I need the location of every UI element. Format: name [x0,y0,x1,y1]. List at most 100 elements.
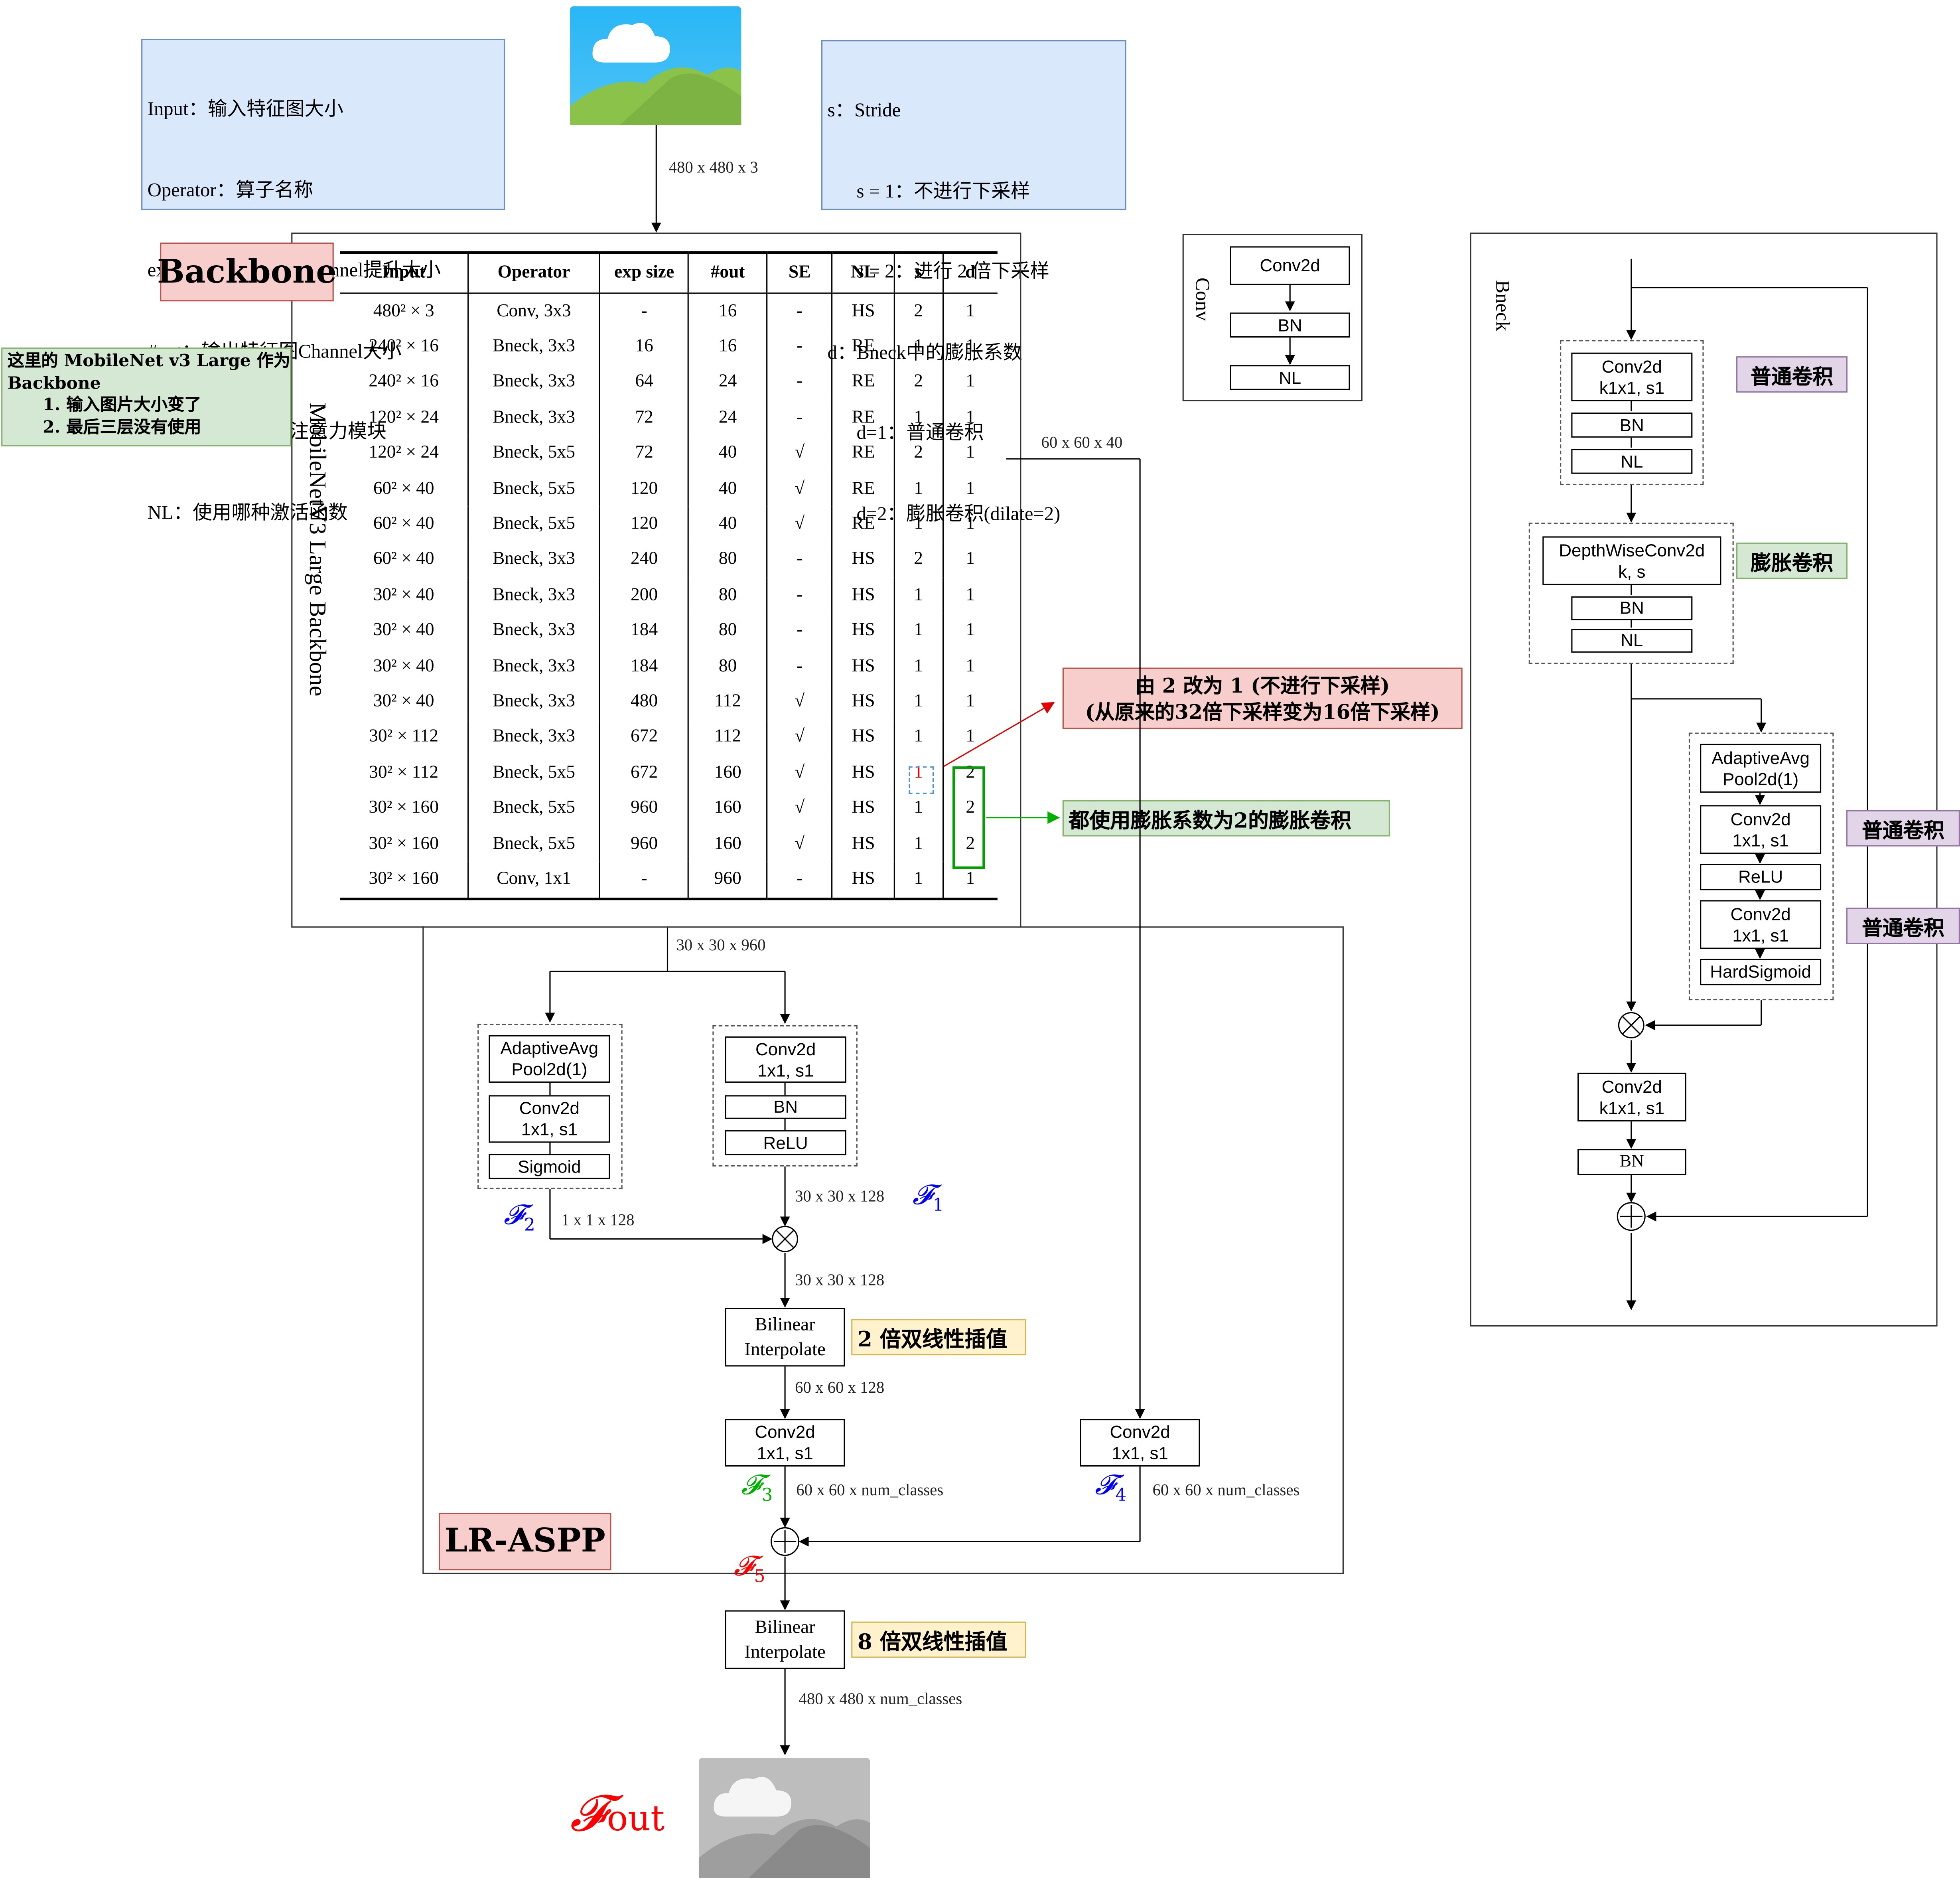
cell-s: 1 [893,329,943,365]
cell-operator: Bneck, 3x3 [467,542,600,578]
cell-out: 40 [688,471,767,507]
cell-operator: Bneck, 3x3 [467,613,600,649]
col-header-nl: NL [832,251,895,294]
cell-s: 2 [893,365,943,401]
cell-exp-size: 184 [599,649,689,685]
cell-input: 30² × 40 [373,691,434,712]
backbone-tag-label: Backbone [157,253,337,291]
cell-operator: Conv, 1x1 [467,862,600,900]
cell-out: 40 [688,436,767,472]
f2-symbol: 𝓕2 [503,1200,535,1236]
cell-d: 2 [942,755,998,791]
cell-out: 160 [688,826,767,862]
cell-exp-size: 480 [599,684,689,720]
col-header-d: d [942,251,998,294]
cell-s: 1 [893,578,943,614]
cell-operator: Bneck, 5x5 [467,755,600,791]
cell-operator: Bneck, 3x3 [467,365,600,401]
cell-se: √ [766,755,832,791]
cell-se: - [766,862,832,900]
legend-left-line: NL：使用哪种激活函数 [147,502,348,523]
backbone-table: Input Operator exp size #out SE NL s d 4… [340,251,998,900]
cell-d: 1 [942,471,998,507]
cell-se: √ [766,507,832,543]
cell-operator: Bneck, 5x5 [467,791,600,827]
cell-out: 24 [688,365,767,401]
cell-exp-size: 240 [599,542,689,578]
cell-input: 30² × 40 [373,620,434,641]
f4-subscript: 4 [1115,1486,1127,1506]
bilinear-8x-note-text: 8 倍双线性插值 [857,1630,1008,1656]
output-image-icon [698,1758,870,1878]
cell-operator: Bneck, 3x3 [467,578,600,614]
cell-nl: HS [832,826,895,862]
cell-operator: Conv, 3x3 [467,293,600,330]
cell-out: 80 [688,649,767,685]
cell-input: 120² × 24 [369,443,439,463]
fout-symbol: 𝓕out [570,1785,665,1843]
backbone-frame [291,232,1021,928]
cell-input: 30² × 40 [373,585,434,605]
backbone-out-size-label: 30 x 30 x 960 [676,935,766,954]
col-header-operator: Operator [467,251,600,294]
cell-s: 1 [893,400,943,436]
bneck-conv1-box: Conv2d k1x1, s1 [1571,352,1693,401]
conv-block-bn: BN [1230,312,1350,338]
bneck-se-hsig-box: HardSigmoid [1700,959,1822,985]
se-branch-group [477,1024,623,1189]
lraspp-tag: LR-ASPP [438,1513,611,1571]
conv-block-nl: NL [1230,365,1350,390]
cell-exp-size: 960 [599,791,689,827]
cell-nl: HS [832,720,895,756]
up-size-label: 60 x 60 x 128 [795,1378,885,1397]
main-bn-box: BN [725,1095,846,1119]
cell-input: 120² × 24 [369,407,439,428]
cell-s: 1 [893,826,943,862]
sigmoid-box: Sigmoid [489,1154,610,1179]
f2-subscript: 2 [524,1216,535,1236]
cell-input: 30² × 40 [373,656,434,676]
cell-out: 24 [688,400,767,436]
bneck-tag-normal-2: 普通卷积 [1846,810,1960,847]
cell-out: 80 [688,542,767,578]
cell-se: √ [766,720,832,756]
bneck-tag-normal-2-text: 普通卷积 [1861,818,1944,842]
lraspp-frame-top-right [1020,926,1344,928]
cell-s: 1 [893,684,943,720]
cell-se: - [766,400,832,436]
mul-size-label: 30 x 30 x 128 [795,1270,885,1289]
f3-symbol: 𝓕3 [741,1470,773,1506]
cell-out: 16 [688,293,767,330]
main-relu-box: ReLU [725,1130,846,1155]
cell-s: 1 [893,720,943,756]
cell-s: 1 [893,862,943,900]
cell-out: 80 [688,578,767,614]
lraspp-frame-top-left [422,926,424,929]
bneck-conv-out-box: Conv2d k1x1, s1 [1577,1072,1686,1122]
bilinear-2x-box: Bilinear Interpolate [725,1308,845,1367]
dilation-highlight-box [952,766,985,869]
bneck-block-frame [1470,232,1938,1327]
adaptive-avg-pool-box: AdaptiveAvg Pool2d(1) [489,1035,610,1083]
cell-s: 1 [893,791,943,827]
legend-left-line: Input：输入特征图大小 [147,99,343,120]
cell-s: 1 [893,613,943,649]
bneck-tag-normal-1-text: 普通卷积 [1751,364,1833,389]
cell-operator: Bneck, 5x5 [467,507,600,543]
cell-input: 480² × 3 [373,301,434,321]
cell-operator: Bneck, 3x3 [467,684,600,720]
bneck-se-conv1-box: Conv2d 1x1, s1 [1700,805,1822,854]
cell-se: √ [766,791,832,827]
cell-nl: HS [832,755,895,791]
pool-conv-box: Conv2d 1x1, s1 [489,1095,610,1143]
backbone-side-title: MobileNetV3 Large Backbone [304,403,330,697]
legend-right-line: s = 1：不进行下采样 [827,180,1030,202]
cell-operator: Bneck, 3x3 [467,649,600,685]
